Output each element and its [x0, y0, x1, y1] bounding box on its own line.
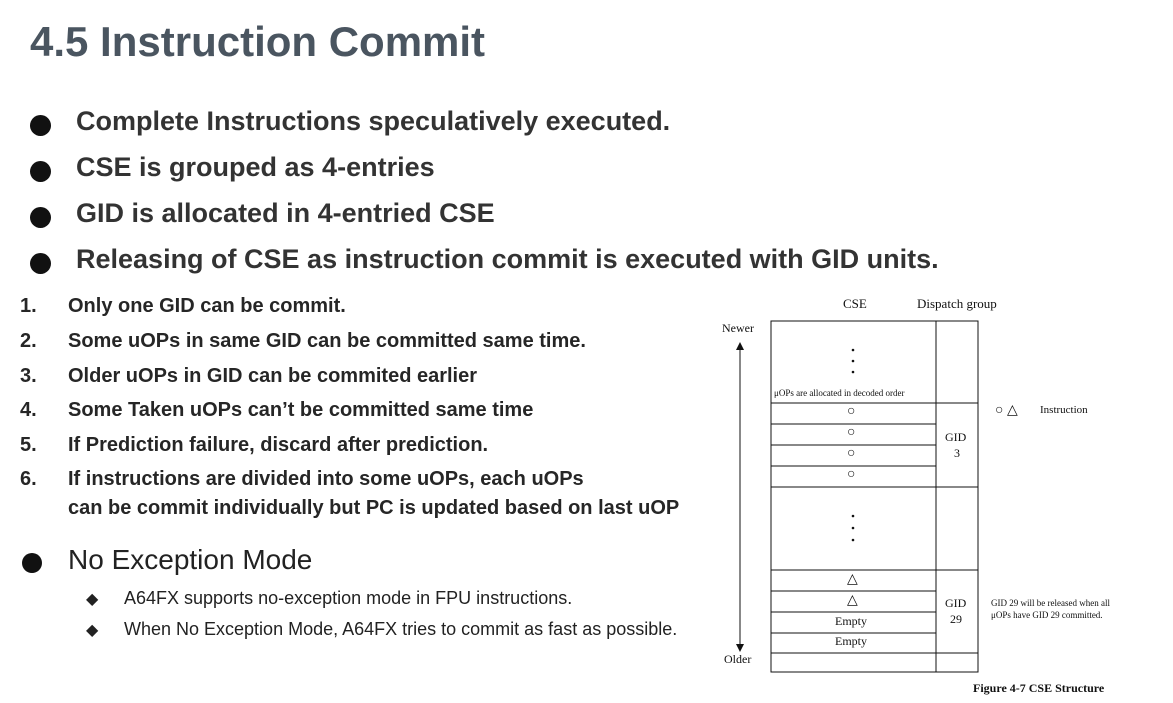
release-note-line2: μOPs have GID 29 committed.: [991, 610, 1103, 620]
allocation-note: μOPs are allocated in decoded order: [774, 388, 905, 398]
item-number: 3.: [20, 365, 37, 387]
item-number: 1.: [20, 295, 37, 317]
bullet-text: GID is allocated in 4-entried CSE: [76, 198, 495, 228]
gid3-number: 3: [954, 446, 960, 460]
item-text: Some uOPs in same GID can be committed s…: [68, 330, 586, 352]
release-note-line1: GID 29 will be released when all: [991, 598, 1110, 608]
item-number: 6.: [20, 468, 37, 490]
bullet-dot-icon: [30, 207, 51, 228]
ellipsis-dots: [851, 348, 855, 542]
item-text-continued: can be commit individually but PC is upd…: [68, 497, 680, 519]
sub-bullet-text: A64FX supports no-exception mode in FPU …: [124, 588, 573, 608]
bullet-text: CSE is grouped as 4-entries: [76, 152, 435, 182]
diamond-bullet-icon: ◆: [86, 622, 99, 639]
item-text: Only one GID can be commit.: [68, 295, 346, 317]
legend-instruction-label: Instruction: [1040, 404, 1088, 416]
item-text: If Prediction failure, discard after pre…: [68, 434, 489, 456]
no-exception-heading: No Exception Mode: [68, 544, 313, 575]
bullet-dot-icon: [30, 161, 51, 182]
gid29-label: GID: [945, 596, 967, 610]
dispatch-group-column-label: Dispatch group: [917, 296, 997, 311]
instruction-circle-icon: ○: [847, 467, 856, 482]
gid3-label: GID: [945, 430, 967, 444]
instruction-circle-icon: ○: [847, 425, 856, 440]
instruction-triangle-icon: △: [847, 593, 858, 608]
instruction-triangle-icon: △: [847, 572, 858, 587]
item-text: Some Taken uOPs can’t be committed same …: [68, 399, 534, 421]
cse-diagram: [736, 320, 979, 673]
gid29-number: 29: [950, 612, 962, 626]
instruction-circle-icon: ○: [847, 404, 856, 419]
empty-slot-label: Empty: [835, 614, 867, 628]
cse-table-grid: [770, 320, 979, 673]
item-number: 5.: [20, 434, 37, 456]
diamond-bullet-icon: ◆: [86, 591, 99, 608]
figure-caption: Figure 4-7 CSE Structure: [973, 681, 1105, 695]
empty-slot-label: Empty: [835, 634, 867, 648]
bullet-dot-icon: [30, 115, 51, 136]
item-number: 4.: [20, 399, 37, 421]
bullet-dot-icon: [30, 253, 51, 274]
bullet-text: Complete Instructions speculatively exec…: [76, 106, 671, 136]
bullet-dot-icon: [22, 553, 42, 573]
newer-label: Newer: [722, 321, 754, 335]
page-title: 4.5 Instruction Commit: [30, 18, 486, 65]
older-label: Older: [724, 652, 752, 666]
item-text: Older uOPs in GID can be commited earlie…: [68, 365, 478, 387]
legend-symbols-icon: ○ △: [995, 403, 1018, 418]
item-text: If instructions are divided into some uO…: [68, 468, 584, 490]
item-number: 2.: [20, 330, 37, 352]
sub-bullet-text: When No Exception Mode, A64FX tries to c…: [124, 619, 678, 639]
instruction-circle-icon: ○: [847, 446, 856, 461]
bullet-text: Releasing of CSE as instruction commit i…: [76, 244, 939, 274]
cse-structure-figure: CSE Dispatch group Newer Older μOPs are …: [700, 290, 1160, 700]
cse-column-label: CSE: [843, 296, 867, 311]
